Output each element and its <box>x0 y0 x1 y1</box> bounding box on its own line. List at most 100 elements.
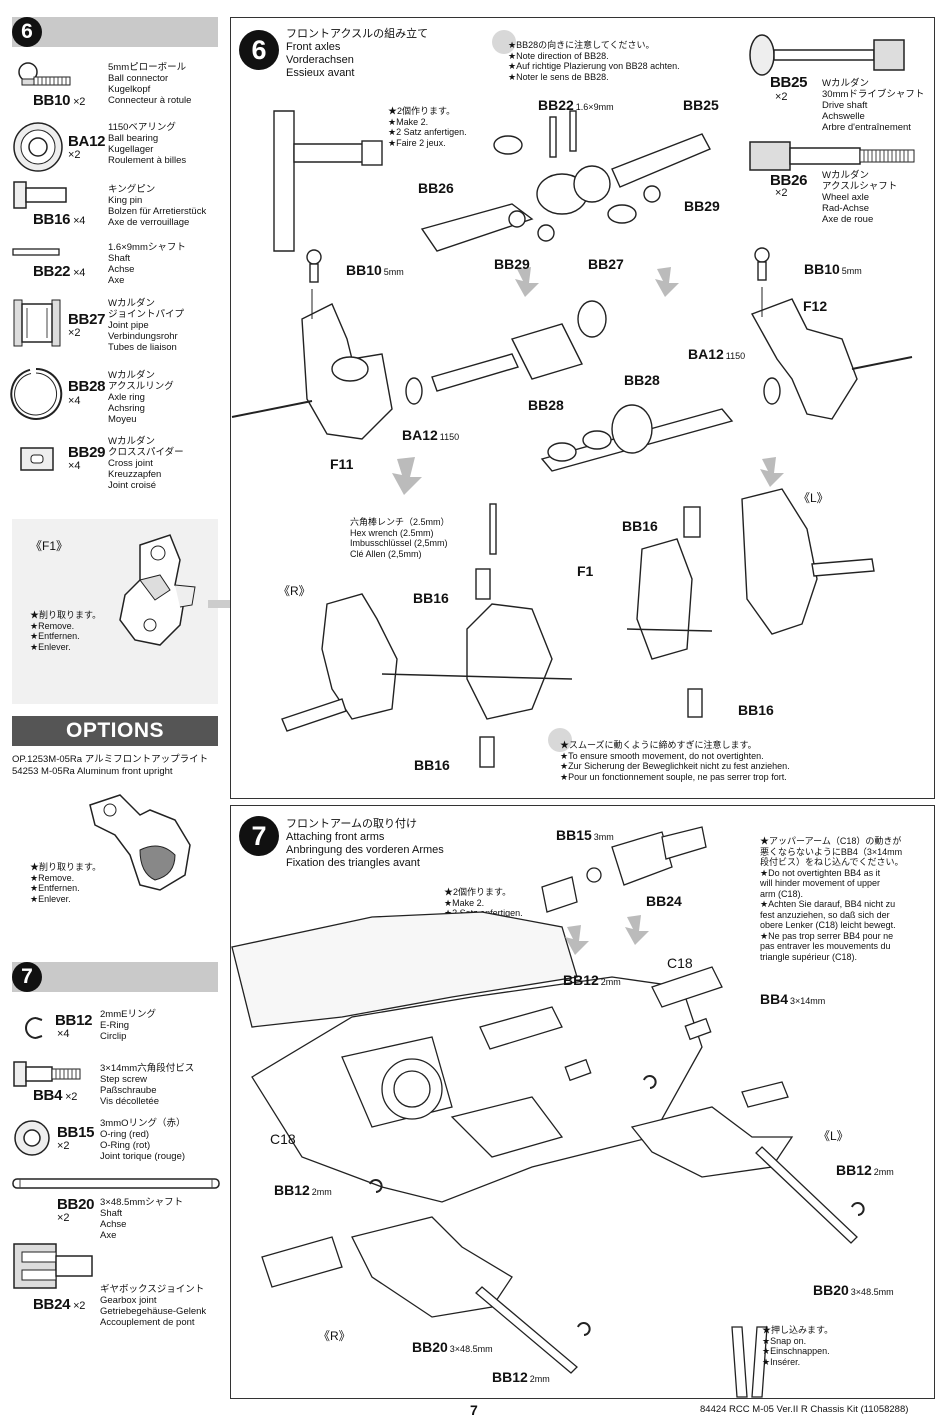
ball-bearing-icon <box>13 122 63 172</box>
step7-label-c18-left: C18 <box>270 1131 296 1147</box>
step7-label-c18-top: C18 <box>667 955 693 971</box>
step7-assembly-drawing <box>231 826 865 1398</box>
step7-label-l: 《L》 <box>818 1129 849 1143</box>
step6-label-bb16-mid: BB16 <box>413 590 449 606</box>
part-bb4-code: BB4×2 <box>33 1087 78 1104</box>
part-bb28-qty: ×4 <box>68 395 81 407</box>
step6-label-bb26: BB26 <box>418 180 454 196</box>
note-highlight <box>492 30 516 54</box>
aluminum-upright-drawing <box>89 794 191 891</box>
part-bb12-code: BB12 <box>55 1012 93 1029</box>
step6-label-bb16-bottom: BB16 <box>414 757 450 773</box>
drive-shaft-icon <box>749 34 905 76</box>
step6-bb25-desc: Wカルダン 30mmドライブシャフト Drive shaft Achswelle… <box>822 78 925 133</box>
step7-parts-number: 7 <box>12 962 42 992</box>
step6-label-f11: F11 <box>330 456 354 472</box>
part-bb22-desc: 1.6×9mmシャフト Shaft Achse Axe <box>108 242 186 286</box>
part-bb15-code: BB15 <box>57 1124 95 1141</box>
part-ba12-desc: 1150ベアリング Ball bearing Kugellager Roulem… <box>108 122 187 166</box>
step6-bb28-note: ★BB28の向きに注意してください。 ★Note direction of BB… <box>508 40 680 82</box>
o-ring-icon <box>14 1120 50 1156</box>
f1-remove-note: ★削り取ります。 ★Remove. ★Entfernen. ★Enlever. <box>30 610 102 652</box>
step6-bb26-desc: Wカルダン アクスルシャフト Wheel axle Rad-Achse Axe … <box>822 170 898 225</box>
step-screw-icon <box>13 1061 81 1087</box>
step7-snap-note: ★押し込みます。 ★Snap on. ★Einschnappen. ★Insér… <box>762 1325 834 1367</box>
step6-label-l: 《L》 <box>798 491 829 505</box>
part-bb20-code: BB20 <box>57 1196 95 1213</box>
f1-inset-label: 《F1》 <box>30 539 69 553</box>
step6-label-bb25: BB25 <box>683 97 719 113</box>
part-bb24-code: BB24×2 <box>33 1296 86 1313</box>
f1-inset <box>12 519 218 704</box>
step6-title: フロントアクスルの組み立て Front axles Vorderachsen E… <box>286 28 429 79</box>
step6-bb25-top-qty: ×2 <box>775 91 788 103</box>
step7-label-r: 《R》 <box>318 1329 351 1343</box>
part-bb20-desc: 3×48.5mmシャフト Shaft Achse Axe <box>100 1197 184 1241</box>
options-line2: 54253 M-05Ra Aluminum front upright <box>12 766 173 777</box>
part-bb10-desc: 5mmピローボール Ball connector Kugelkopf Conne… <box>108 62 192 106</box>
gearbox-joint-icon <box>13 1243 93 1289</box>
step6-hex-wrench-note: 六角棒レンチ（2.5mm） Hex wrench (2.5mm) Imbussc… <box>350 517 450 559</box>
e-ring-icon <box>25 1017 43 1039</box>
step7-parts-header <box>12 962 218 992</box>
page-number: 7 <box>470 1402 478 1418</box>
step6-smooth-note: ★スムーズに動くように締めすぎに注意します。 ★To ensure smooth… <box>560 740 790 782</box>
part-bb27-desc: Wカルダン ジョイントパイプ Joint pipe Verbindungsroh… <box>108 298 185 353</box>
f1-upright-drawing <box>119 534 196 646</box>
options-line1: OP.1253M-05Ra アルミフロントアップライト <box>12 754 209 765</box>
part-bb29-desc: Wカルダン クロススパイダー Cross joint Kreuzzapfen J… <box>108 436 184 491</box>
wheel-axle-icon <box>749 141 915 171</box>
part-bb16-code: BB16×4 <box>33 211 86 228</box>
step6-label-bb27: BB27 <box>588 256 624 272</box>
step6-assembly-drawing <box>231 110 913 768</box>
kit-footer: 84424 RCC M-05 Ver.II R Chassis Kit (110… <box>700 1404 909 1415</box>
part-bb29-qty: ×4 <box>68 460 81 472</box>
part-bb4-desc: 3×14mm六角段付ビス Step screw Paßschraube Vis … <box>100 1063 195 1107</box>
part-bb12-desc: 2mmEリング E-Ring Circlip <box>100 1009 156 1042</box>
step7-label-bb24: BB24 <box>646 893 682 909</box>
part-bb24-desc: ギヤボックスジョイント Gearbox joint Getriebegehäus… <box>100 1284 207 1328</box>
step6-bb26-top-qty: ×2 <box>775 187 788 199</box>
part-bb28-code: BB28 <box>68 378 106 395</box>
options-banner: OPTIONS <box>12 716 218 746</box>
joint-pipe-icon <box>13 299 61 347</box>
axle-ring-icon <box>10 367 63 420</box>
step6-label-bb29-left: BB29 <box>494 256 530 272</box>
part-bb20-qty: ×2 <box>57 1212 70 1224</box>
part-bb22-code: BB22×4 <box>33 263 86 280</box>
part-bb15-desc: 3mmOリング（赤） O-ring (red) O-Ring (rot) Joi… <box>100 1118 186 1162</box>
step6-label-bb28-left: BB28 <box>528 397 564 413</box>
cross-joint-icon <box>20 447 54 471</box>
long-shaft-icon <box>12 1178 220 1189</box>
step6-label-bb28-right: BB28 <box>624 372 660 388</box>
part-bb16-desc: キングピン King pin Bolzen für Arretierstück … <box>108 184 207 228</box>
step6-label-bb16-top: BB16 <box>622 518 658 534</box>
part-ba12-code: BA12 <box>68 133 106 150</box>
step6-label-f1: F1 <box>577 563 594 579</box>
part-bb28-desc: Wカルダン アクスルリング Axle ring Achsring Moyeu <box>108 370 174 425</box>
step7-number: 7 <box>239 816 279 856</box>
step6-parts-header <box>12 17 218 47</box>
part-bb27-code: BB27 <box>68 311 106 328</box>
step6-label-r: 《R》 <box>278 584 311 598</box>
step6-bb25-top-code: BB25 <box>770 74 808 91</box>
step6-label-bb29-right: BB29 <box>684 198 720 214</box>
part-bb15-qty: ×2 <box>57 1140 70 1152</box>
ball-connector-icon <box>18 62 71 86</box>
options-remove-note: ★削り取ります。 ★Remove. ★Entfernen. ★Enlever. <box>30 862 102 904</box>
smooth-note-highlight <box>548 728 572 752</box>
king-pin-icon <box>13 181 67 209</box>
